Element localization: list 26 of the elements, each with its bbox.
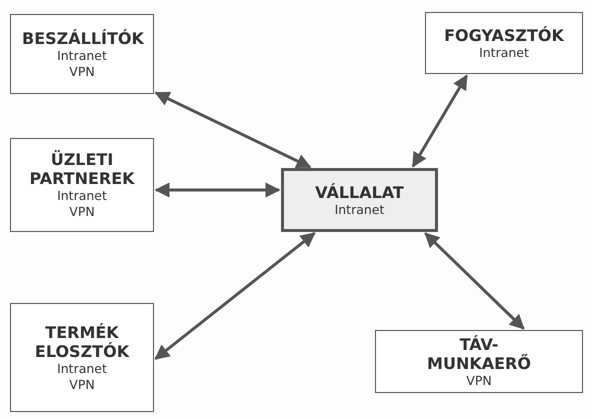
- entity-name: TÁV-MUNKAERŐ: [426, 334, 532, 372]
- entity-name: BESZÁLLÍTÓK: [22, 28, 142, 48]
- entity-name: TERMÉK ELOSZTÓK: [34, 322, 130, 360]
- network-label: VPN: [466, 372, 492, 388]
- network-label: VPN: [69, 376, 95, 392]
- network-label: Intranet: [334, 202, 384, 218]
- network-label: Intranet: [57, 188, 107, 204]
- entity-box: [10, 303, 154, 412]
- double-arrow: [424, 232, 525, 330]
- entity-box: [375, 330, 583, 393]
- entity-name: ÜZLETI PARTNEREK: [28, 150, 136, 188]
- network-label: VPN: [69, 204, 95, 220]
- network-label: Intranet: [57, 360, 107, 376]
- entity-name: FOGYASZTÓK: [444, 26, 564, 44]
- entity-box: [425, 12, 583, 74]
- entity-box: [10, 14, 154, 94]
- double-arrow: [154, 91, 312, 168]
- double-arrow: [412, 74, 468, 168]
- entity-box: [281, 168, 438, 232]
- network-label: Intranet: [57, 48, 107, 64]
- double-arrow: [154, 232, 316, 360]
- double-arrow: [154, 182, 280, 198]
- network-label: VPN: [69, 64, 95, 80]
- network-label: Intranet: [479, 44, 529, 60]
- entity-name: VÁLLALAT: [314, 182, 405, 202]
- entity-box: [10, 138, 154, 232]
